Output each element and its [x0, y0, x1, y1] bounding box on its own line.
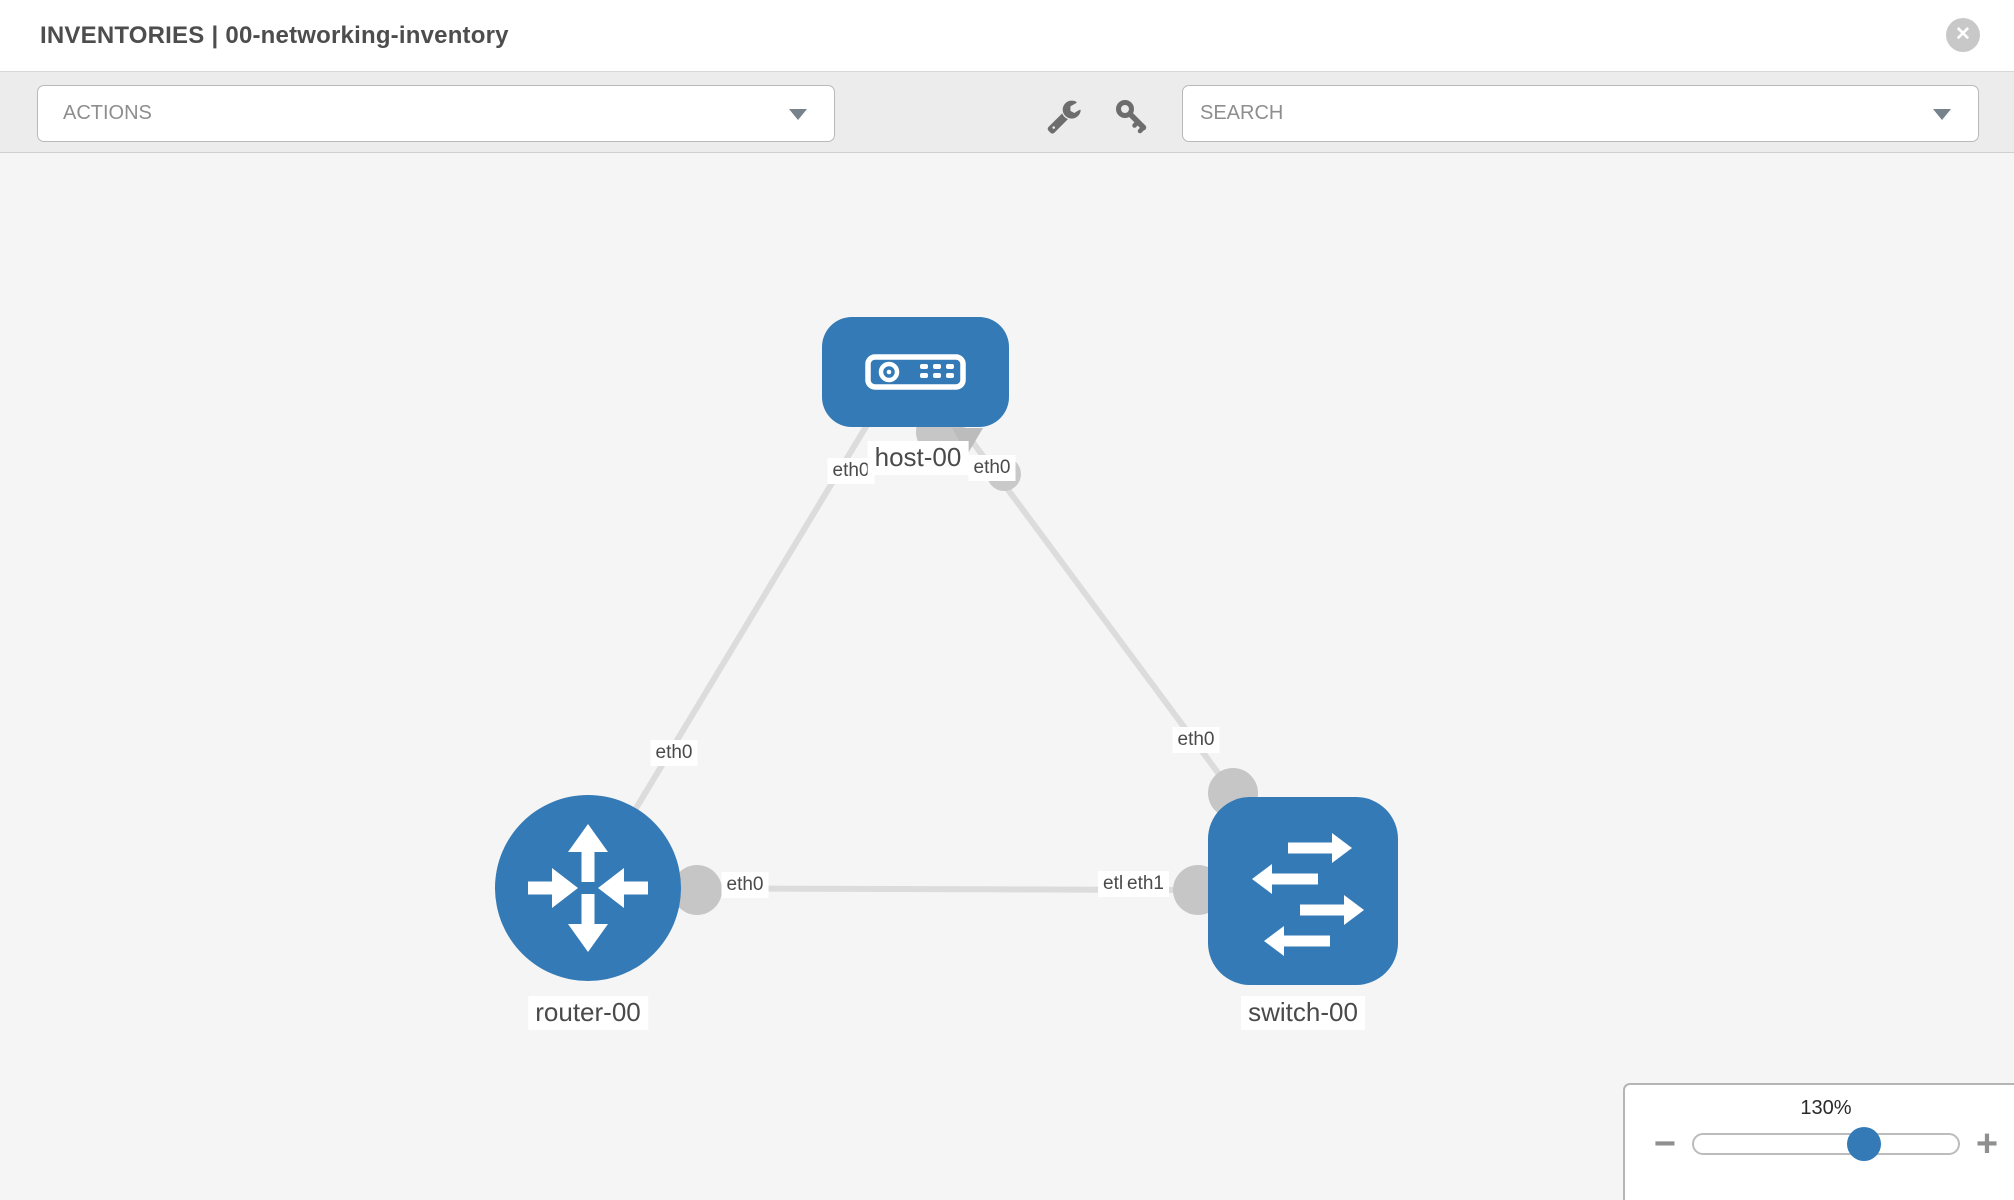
toolbar: ACTIONS SEARCH: [0, 71, 2014, 153]
page-title: INVENTORIES|00-networking-inventory: [40, 22, 516, 50]
interface-label: eth0: [968, 455, 1016, 481]
switch-icon: [1252, 833, 1364, 956]
node-label-switch: switch-00: [1241, 996, 1365, 1030]
zoom-out-button[interactable]: −: [1653, 1123, 1677, 1165]
router-icon: [528, 824, 648, 952]
interface-label: eth0: [827, 458, 875, 484]
zoom-control-panel: 130% − +: [1623, 1083, 2014, 1200]
node-label-router: router-00: [528, 996, 648, 1030]
interface-label: eth0: [721, 872, 769, 898]
tools-button[interactable]: [1046, 98, 1086, 138]
search-dropdown[interactable]: SEARCH: [1182, 85, 1979, 142]
actions-dropdown-label: ACTIONS: [63, 102, 152, 124]
zoom-slider-handle[interactable]: [1847, 1127, 1881, 1161]
wrench-icon: [1047, 100, 1081, 134]
host-icon: [865, 354, 966, 390]
breadcrumb-inventory-name: 00-networking-inventory: [225, 21, 509, 49]
header: INVENTORIES|00-networking-inventory ✕: [0, 0, 2014, 71]
interface-port-router-right: [672, 865, 722, 915]
node-switch-00[interactable]: [1208, 797, 1398, 985]
zoom-in-button[interactable]: +: [1975, 1123, 1999, 1165]
interface-label: eth0: [650, 740, 698, 766]
interface-label: eth1: [1122, 871, 1169, 897]
breadcrumb-separator: |: [211, 21, 219, 49]
key-icon: [1116, 100, 1147, 134]
chevron-down-icon: [1933, 109, 1951, 120]
zoom-level-value: 130%: [1800, 1097, 1852, 1119]
search-dropdown-label: SEARCH: [1200, 102, 1284, 124]
interface-label: eth0: [1172, 727, 1220, 753]
breadcrumb-section: INVENTORIES: [40, 21, 205, 49]
node-host-00[interactable]: [822, 317, 1009, 427]
node-router-00[interactable]: [495, 795, 681, 981]
key-button[interactable]: [1114, 98, 1154, 138]
node-label-host: host-00: [867, 441, 969, 475]
chevron-down-icon: [789, 109, 807, 120]
zoom-slider-track[interactable]: [1692, 1133, 1960, 1155]
actions-dropdown[interactable]: ACTIONS: [37, 85, 835, 142]
close-icon[interactable]: ✕: [1946, 18, 1980, 52]
